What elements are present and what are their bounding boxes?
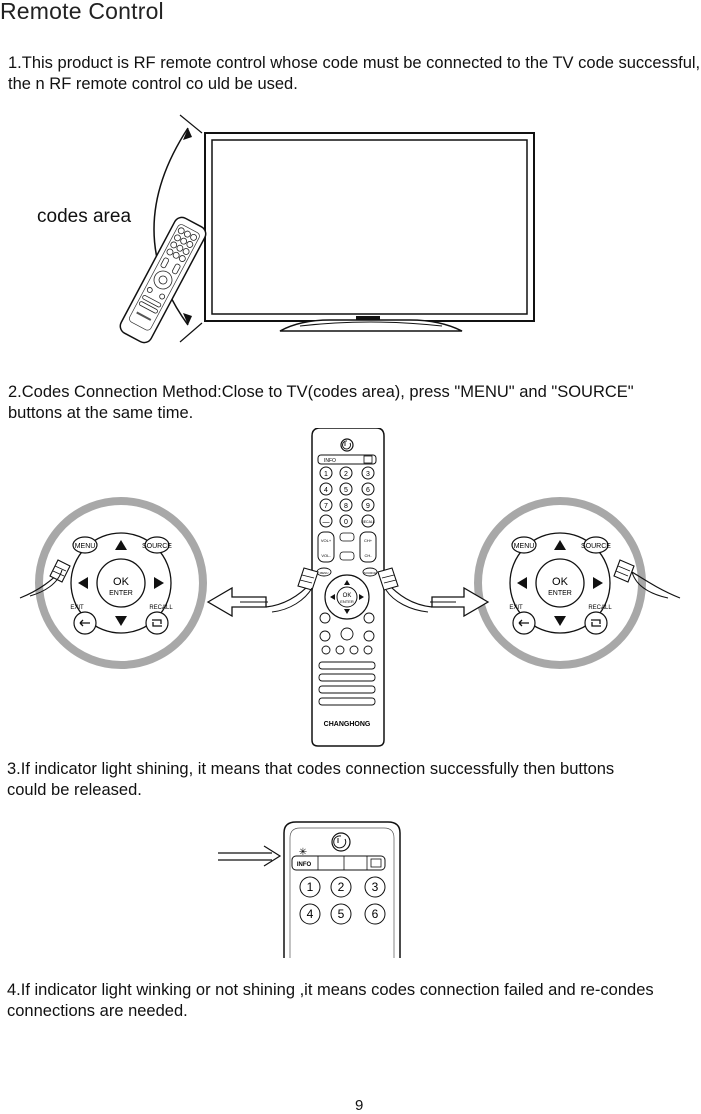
zoom-source-label: SOURCE xyxy=(581,543,611,550)
remote-brand: CHANGHONG xyxy=(324,721,371,728)
digit-8: 8 xyxy=(344,503,348,510)
key-6: 6 xyxy=(372,907,379,921)
remote-angled-illustration xyxy=(119,216,207,344)
digit-dash: — xyxy=(323,519,330,526)
hand-right-pressing-source xyxy=(377,567,433,613)
digit-recall: RECALL xyxy=(361,520,375,524)
info-button-label: INFO xyxy=(297,862,312,868)
zoom-source-label: SOURCE xyxy=(142,543,172,550)
codes-connection-figure: MENU SOURCE OK ENTER EXIT RECALL MENU SO… xyxy=(19,428,681,747)
digit-2: 2 xyxy=(344,471,348,478)
hand-left-pressing-menu xyxy=(265,567,319,613)
remote-full-illustration: INFO 1 2 3 4 5 6 7 8 9 — 0 RECALL VOL+ V… xyxy=(311,428,385,747)
zoom-exit-label: EXIT xyxy=(509,605,523,611)
page-number: 9 xyxy=(355,1097,364,1114)
left-arrow xyxy=(206,586,268,618)
digit-0: 0 xyxy=(344,519,348,526)
right-arrow xyxy=(430,586,490,618)
codes-area-label: codes area xyxy=(37,206,132,227)
vol-plus: VOL+ xyxy=(321,538,332,543)
digit-3: 3 xyxy=(366,471,370,478)
digit-5: 5 xyxy=(344,487,348,494)
left-zoom-circle: MENU SOURCE OK ENTER EXIT RECALL xyxy=(39,501,203,665)
right-zoom-hand xyxy=(613,559,681,599)
step-1-text: 1.This product is RF remote control whos… xyxy=(8,54,701,93)
remote-source: SOURCE xyxy=(364,571,377,575)
codes-area-arc xyxy=(153,114,203,343)
digit-9: 9 xyxy=(366,503,370,510)
zoom-ok-label: OK xyxy=(113,576,130,588)
indicator-arrow xyxy=(218,845,282,867)
remote-info-label: INFO xyxy=(324,458,336,464)
key-4: 4 xyxy=(307,907,314,921)
page-title: Remote Control xyxy=(0,0,164,24)
remote-enter: ENTER xyxy=(340,599,354,604)
zoom-enter-label: ENTER xyxy=(548,590,572,597)
zoom-enter-label: ENTER xyxy=(109,590,133,597)
digit-4: 4 xyxy=(324,487,328,494)
digit-6: 6 xyxy=(366,487,370,494)
tv-illustration xyxy=(204,132,535,332)
left-zoom-hand xyxy=(19,559,71,599)
digit-1: 1 xyxy=(324,471,328,478)
key-5: 5 xyxy=(338,907,345,921)
right-zoom-circle: MENU SOURCE OK ENTER EXIT RECALL xyxy=(478,501,642,665)
vol-minus: VOL- xyxy=(321,553,331,558)
key-3: 3 xyxy=(372,880,379,894)
remote-menu: MENU xyxy=(320,571,329,575)
ch-plus: CH+ xyxy=(364,538,373,543)
zoom-recall-label: RECALL xyxy=(588,605,612,611)
tv-and-remote-figure xyxy=(119,114,535,344)
digit-7: 7 xyxy=(324,503,328,510)
zoom-recall-label: RECALL xyxy=(149,605,173,611)
remote-top-illustration: ✳ INFO 1 2 3 4 5 6 xyxy=(283,821,401,958)
indicator-figure: ✳ INFO 1 2 3 4 5 6 xyxy=(218,821,401,958)
step-4-text: 4.If indicator light winking or not shin… xyxy=(7,981,654,1020)
indicator-light-icon: ✳ xyxy=(299,847,307,858)
ch-minus: CH- xyxy=(364,553,372,558)
key-2: 2 xyxy=(338,880,345,894)
zoom-exit-label: EXIT xyxy=(70,605,84,611)
key-1: 1 xyxy=(307,880,314,894)
step-3-text: 3.If indicator light shining, it means t… xyxy=(7,760,615,799)
zoom-menu-label: MENU xyxy=(514,543,535,550)
zoom-ok-label: OK xyxy=(552,576,569,588)
zoom-menu-label: MENU xyxy=(75,543,96,550)
step-2-text: 2.Codes Connection Method:Close to TV(co… xyxy=(8,383,634,422)
remote-ok: OK xyxy=(343,593,352,599)
